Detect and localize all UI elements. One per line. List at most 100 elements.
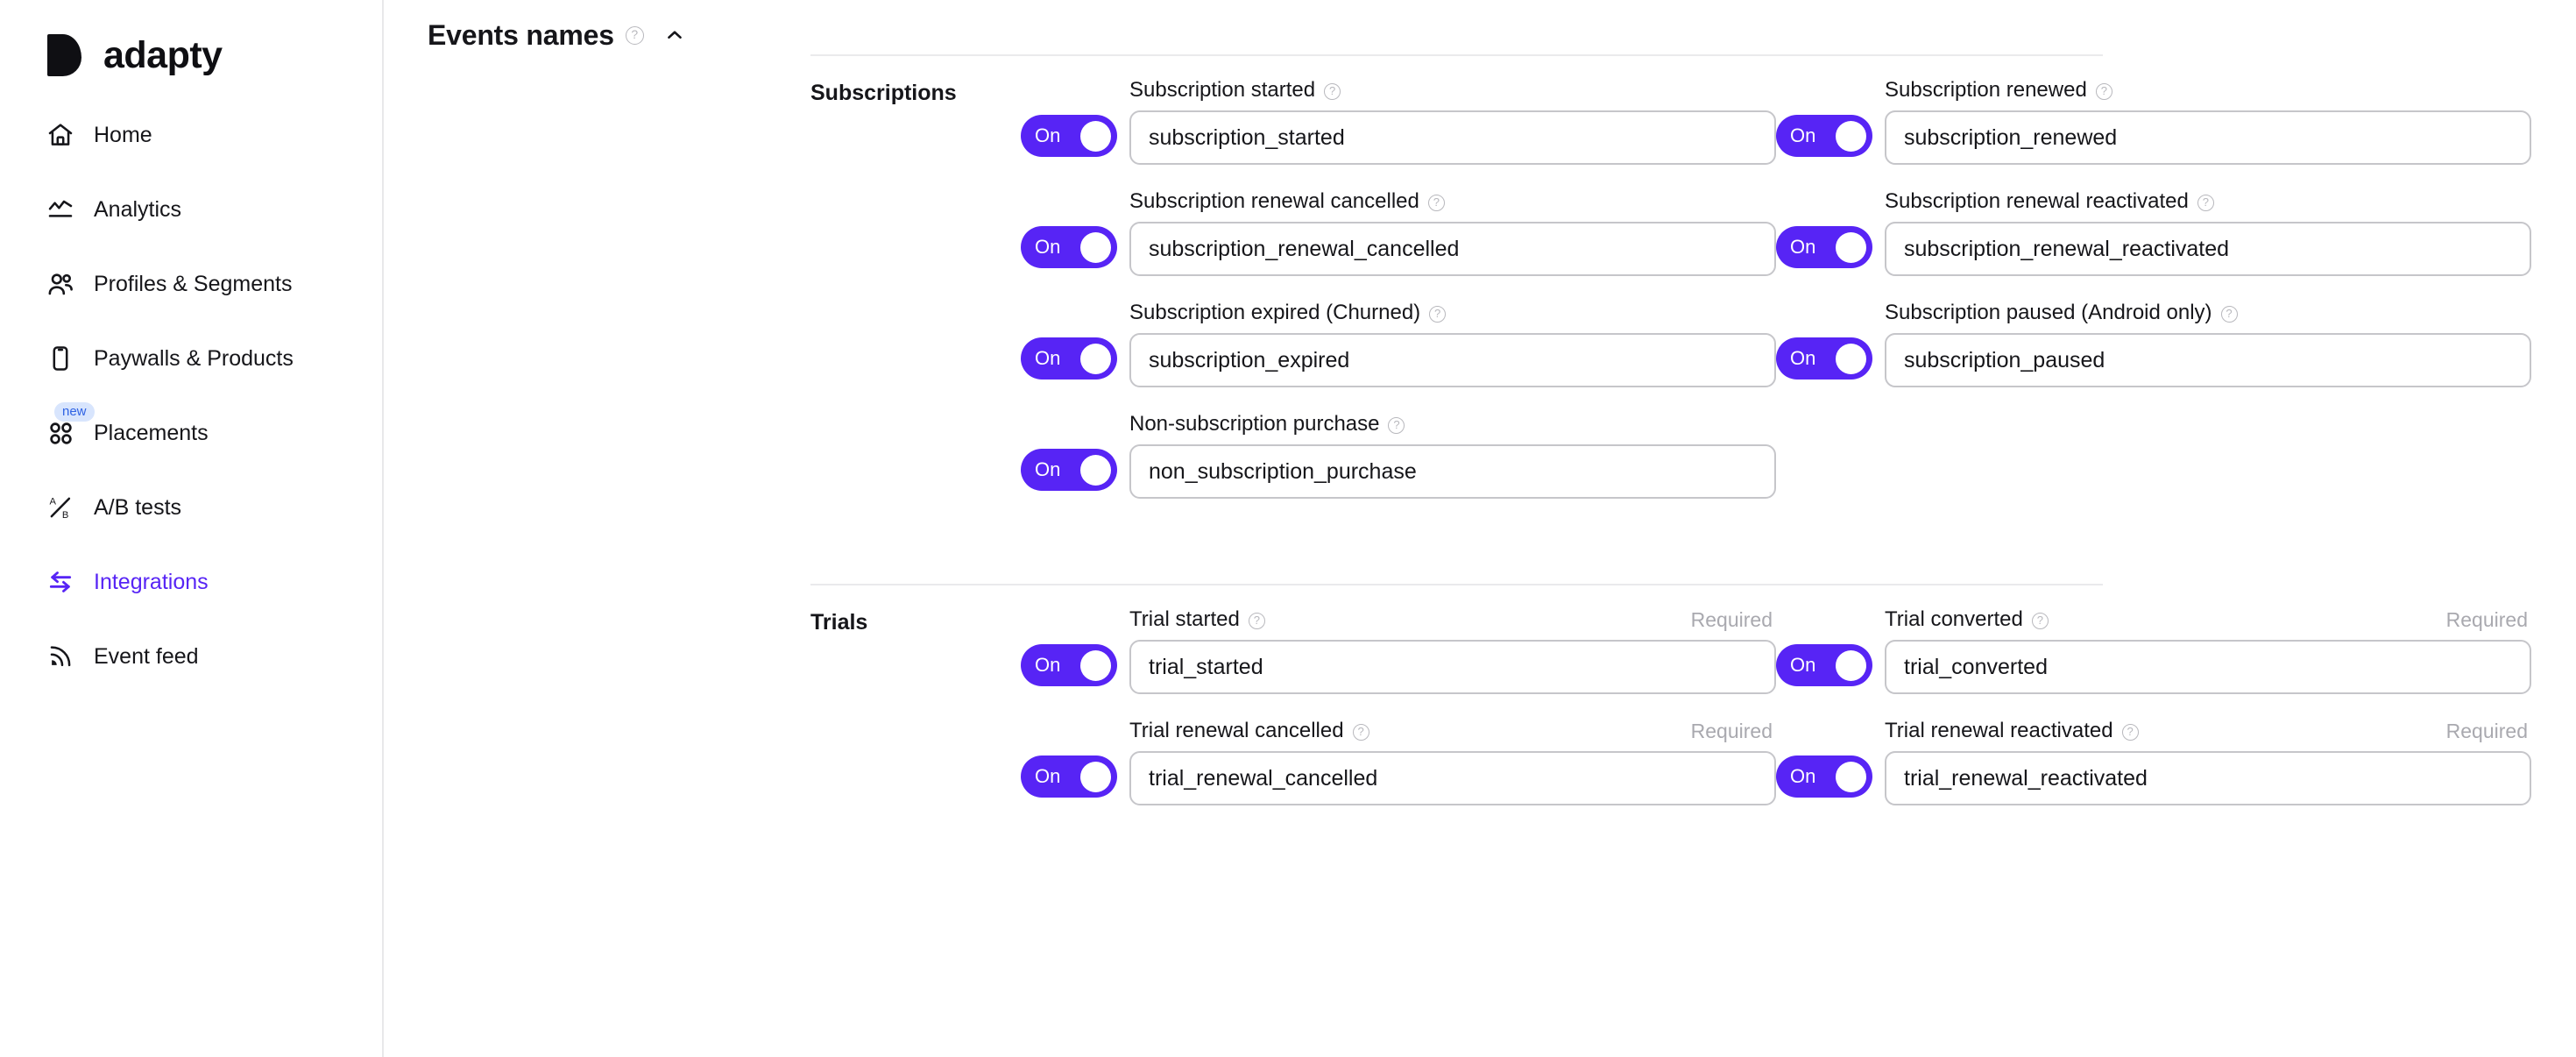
toggle-knob [1836, 649, 1866, 681]
toggle-knob [1080, 761, 1111, 792]
question-mark-icon[interactable]: ? [625, 26, 644, 45]
input-trial-converted[interactable] [1885, 640, 2531, 694]
field-subscription-started: On Subscription started ? [1021, 77, 1776, 188]
sidebar-item-label: Event feed [94, 643, 199, 669]
toggle-subscription-renewal-reactivated[interactable]: On [1776, 226, 1872, 268]
section-fields: On Subscription started ? On [1021, 77, 2576, 522]
toggle-knob [1080, 649, 1111, 681]
ab-tests-icon: A B [46, 493, 75, 522]
question-mark-icon[interactable]: ? [2121, 723, 2139, 741]
toggle-label: On [1035, 654, 1061, 676]
field-label: Subscription paused (Android only) [1885, 301, 2212, 324]
sidebar-item-label: A/B tests [94, 494, 182, 520]
input-trial-renewal-cancelled[interactable] [1129, 751, 1776, 805]
page-title: Events names [428, 18, 614, 51]
toggle-knob [1836, 343, 1866, 374]
question-mark-icon[interactable]: ? [2197, 194, 2214, 211]
sidebar-item-label: Profiles & Segments [94, 271, 293, 296]
toggle-non-subscription-purchase[interactable]: On [1021, 449, 1117, 491]
toggle-label: On [1790, 124, 1816, 146]
adapty-logo-text: adapty [103, 33, 223, 76]
home-icon [46, 120, 75, 150]
required-label: Required [2445, 719, 2528, 742]
question-mark-icon[interactable]: ? [1427, 194, 1445, 211]
sidebar-item-label: Placements [94, 420, 209, 445]
input-trial-started[interactable] [1129, 640, 1776, 694]
toggle-label: On [1035, 347, 1061, 369]
section-subscriptions: Subscriptions On Subscription started ? [384, 56, 2576, 522]
section-title: Subscriptions [810, 81, 957, 105]
sidebar-item-profiles-segments[interactable]: Profiles & Segments [0, 261, 382, 307]
grid-spacer [1776, 411, 2531, 522]
toggle-subscription-expired[interactable]: On [1021, 337, 1117, 380]
toggle-label: On [1035, 124, 1061, 146]
toggle-trial-converted[interactable]: On [1776, 644, 1872, 686]
field-non-subscription-purchase: On Non-subscription purchase ? [1021, 411, 1776, 522]
sidebar-nav: Home Analytics [0, 112, 382, 679]
analytics-icon [46, 195, 75, 224]
toggle-subscription-renewal-cancelled[interactable]: On [1021, 226, 1117, 268]
field-trial-converted: On Trial converted ? Required [1776, 607, 2531, 718]
field-label: Subscription expired (Churned) [1129, 301, 1421, 324]
input-subscription-renewal-cancelled[interactable] [1129, 222, 1776, 276]
question-mark-icon[interactable]: ? [1429, 305, 1447, 323]
question-mark-icon[interactable]: ? [2031, 612, 2049, 629]
toggle-trial-started[interactable]: On [1021, 644, 1117, 686]
sidebar-item-event-feed[interactable]: Event feed [0, 634, 382, 679]
sidebar-item-home[interactable]: Home [0, 112, 382, 158]
input-trial-renewal-reactivated[interactable] [1885, 751, 2531, 805]
toggle-subscription-started[interactable]: On [1021, 115, 1117, 157]
question-mark-icon[interactable]: ? [1388, 416, 1405, 434]
integrations-icon [46, 567, 75, 597]
sidebar-item-label: Integrations [94, 569, 209, 594]
section-divider [810, 584, 2103, 585]
toggle-trial-renewal-reactivated[interactable]: On [1776, 756, 1872, 798]
question-mark-icon[interactable]: ? [2220, 305, 2238, 323]
toggle-label: On [1035, 236, 1061, 258]
paywalls-icon [46, 344, 75, 373]
sidebar-item-paywalls-products[interactable]: Paywalls & Products [0, 336, 382, 381]
sidebar-item-label: Analytics [94, 196, 182, 222]
field-subscription-expired: On Subscription expired (Churned) ? [1021, 300, 1776, 411]
toggle-subscription-renewed[interactable]: On [1776, 115, 1872, 157]
toggle-knob [1080, 343, 1111, 374]
sidebar-item-placements[interactable]: new Placements [0, 402, 382, 456]
input-subscription-paused[interactable] [1885, 333, 2531, 387]
field-label: Non-subscription purchase [1129, 412, 1380, 436]
adapty-logo[interactable]: adapty [0, 12, 382, 86]
placements-icon [46, 418, 75, 448]
question-mark-icon[interactable]: ? [2095, 82, 2112, 100]
field-subscription-paused: On Subscription paused (Android only) ? [1776, 300, 2531, 411]
sidebar-item-ab-tests[interactable]: A B A/B tests [0, 485, 382, 530]
profiles-icon [46, 269, 75, 299]
required-label: Required [1690, 607, 1773, 631]
field-subscription-renewal-cancelled: On Subscription renewal cancelled ? [1021, 188, 1776, 300]
chevron-up-icon[interactable] [663, 24, 686, 46]
toggle-subscription-paused[interactable]: On [1776, 337, 1872, 380]
toggle-label: On [1790, 347, 1816, 369]
section-fields: On Trial started ? Required On [1021, 607, 2576, 829]
toggle-label: On [1790, 654, 1816, 676]
toggle-knob [1080, 231, 1111, 263]
toggle-knob [1836, 120, 1866, 152]
input-subscription-started[interactable] [1129, 110, 1776, 165]
question-mark-icon[interactable]: ? [1248, 612, 1265, 629]
sidebar-item-integrations[interactable]: Integrations [0, 559, 382, 605]
field-trial-renewal-reactivated: On Trial renewal reactivated ? Required [1776, 718, 2531, 829]
toggle-knob [1836, 761, 1866, 792]
input-subscription-renewal-reactivated[interactable] [1885, 222, 2531, 276]
field-label: Subscription renewed [1885, 78, 2087, 102]
input-subscription-expired[interactable] [1129, 333, 1776, 387]
toggle-knob [1836, 231, 1866, 263]
field-subscription-renewed: On Subscription renewed ? [1776, 77, 2531, 188]
question-mark-icon[interactable]: ? [1324, 82, 1341, 100]
toggle-trial-renewal-cancelled[interactable]: On [1021, 756, 1117, 798]
input-subscription-renewed[interactable] [1885, 110, 2531, 165]
sidebar-item-analytics[interactable]: Analytics [0, 187, 382, 232]
sidebar-item-label: Paywalls & Products [94, 345, 294, 371]
input-non-subscription-purchase[interactable] [1129, 444, 1776, 499]
page-header: Events names ? [384, 0, 2576, 54]
main-content: Events names ? Subscriptions On [384, 0, 2576, 1057]
sidebar-item-label: Home [94, 122, 152, 147]
question-mark-icon[interactable]: ? [1352, 723, 1369, 741]
